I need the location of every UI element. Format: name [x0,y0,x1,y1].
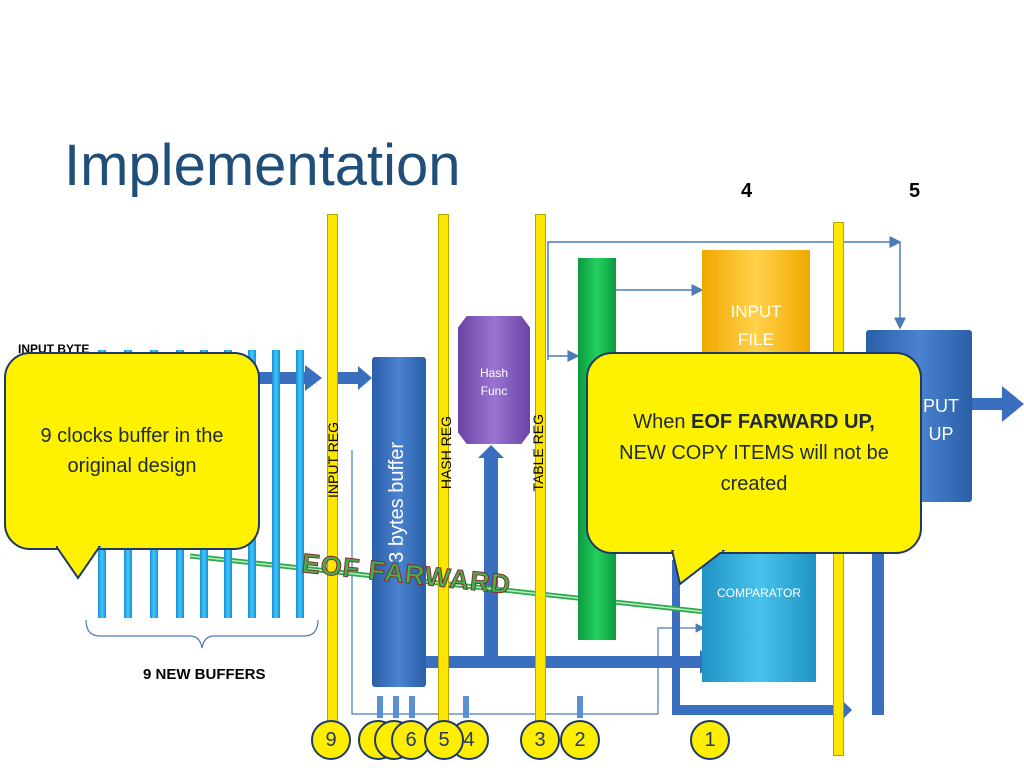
stage-circle-9: 9 [311,720,351,760]
stage-circle-6: 6 [391,720,431,760]
output-label-1: PUT [923,396,959,416]
hash-func-label-1: Hash [479,366,508,380]
table-reg-label: TABLE REG [530,414,546,492]
input-file-label-1: INPUT [730,302,782,321]
hash-func-block: Hash Func [458,316,530,444]
stage-circle-1: 1 [690,720,730,760]
hash-tap [463,696,469,718]
right-callout-bold: EOF FARWARD UP, [691,410,875,433]
left-callout: 9 clocks buffer in the original design [4,352,260,550]
buffer-tap [377,696,383,718]
top-route-line [547,236,902,360]
buffer-tap [393,696,399,718]
new-buffers-brace [85,619,319,649]
comparator-label: COMPARATOR [716,586,801,600]
buffer-to-comparator-arrow [426,650,714,674]
right-callout: When EOF FARWARD UP, NEW COPY ITEMS will… [586,352,922,554]
left-callout-text: 9 clocks buffer in the original design [40,425,224,477]
hash-func-label-2: Func [480,384,508,398]
stage-circle-3: 3 [520,720,560,760]
new-buffers-label: 9 NEW BUFFERS [143,666,266,683]
input-arrow-2 [330,366,372,390]
input-file-block: INPUT FILE [702,250,810,360]
buffer-tap [409,696,415,718]
output-label-2: UP [928,424,954,444]
buffer-label: 3 bytes buffer [386,442,408,563]
stage-circle-2: 2 [560,720,600,760]
hash-reg-label: HASH REG [438,416,454,490]
stage-number-4: 4 [741,180,753,202]
right-vertical-arrow [872,540,884,715]
table-tap [577,696,583,718]
right-callout-prefix: When [633,410,692,433]
right-callout-pointer [670,550,726,586]
three-bytes-buffer: 3 bytes buffer [372,357,426,687]
comparator-block: COMPARATOR [702,540,816,682]
new-buffer-bar [296,350,304,618]
slide-title: Implementation [64,133,461,198]
right-callout-suffix: NEW COPY ITEMS will not be created [619,441,889,495]
input-arrow-1 [258,365,322,391]
output-arrow [972,386,1024,422]
input-reg-label: INPUT REG [325,422,341,498]
stage-number-5: 5 [909,180,921,202]
input-file-label-2: FILE [738,330,774,349]
hash-up-arrow [478,445,504,660]
left-callout-pointer [56,546,102,580]
new-buffer-bar [272,350,280,618]
stage-circle-5: 5 [424,720,464,760]
